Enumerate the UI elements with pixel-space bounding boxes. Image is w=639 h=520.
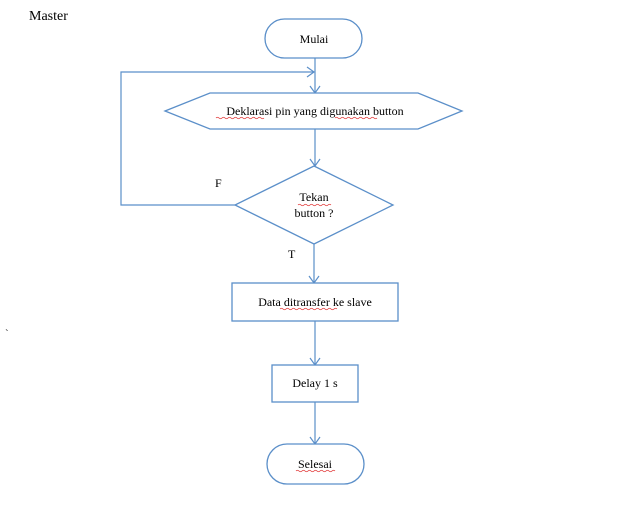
spellcheck-underline — [215, 116, 265, 120]
declare-hexagon: Deklarasi pin yang digunakan button — [163, 92, 464, 130]
decision-shape — [233, 165, 395, 245]
end-terminator: Selesai — [266, 443, 365, 485]
stray-mark: ` — [5, 328, 9, 340]
false-label: F — [215, 176, 222, 190]
edge-false-loop — [120, 71, 314, 206]
arrowhead — [306, 66, 316, 78]
start-label: Mulai — [300, 32, 329, 46]
diagram-title: Master — [29, 9, 68, 24]
start-terminator: Mulai — [264, 18, 363, 59]
transfer-label: Data ditransfer ke slave — [258, 295, 372, 309]
end-label: Selesai — [298, 457, 333, 471]
true-label: T — [288, 247, 296, 261]
decision-label-line2: button ? — [295, 206, 334, 220]
decision-diamond: Tekan button ? — [233, 165, 395, 245]
spellcheck-underline — [295, 469, 336, 473]
spellcheck-underline — [297, 203, 332, 207]
decision-label-line1: Tekan — [299, 190, 328, 204]
declare-label: Deklarasi pin yang digunakan button — [226, 104, 403, 118]
end-shape — [266, 443, 365, 485]
delay-label: Delay 1 s — [292, 376, 338, 390]
transfer-process: Data ditransfer ke slave — [231, 282, 399, 322]
delay-process: Delay 1 s — [271, 364, 359, 403]
start-shape — [264, 18, 363, 59]
declare-shape — [163, 92, 464, 130]
spellcheck-underline — [334, 116, 378, 120]
spellcheck-underline — [279, 307, 338, 311]
